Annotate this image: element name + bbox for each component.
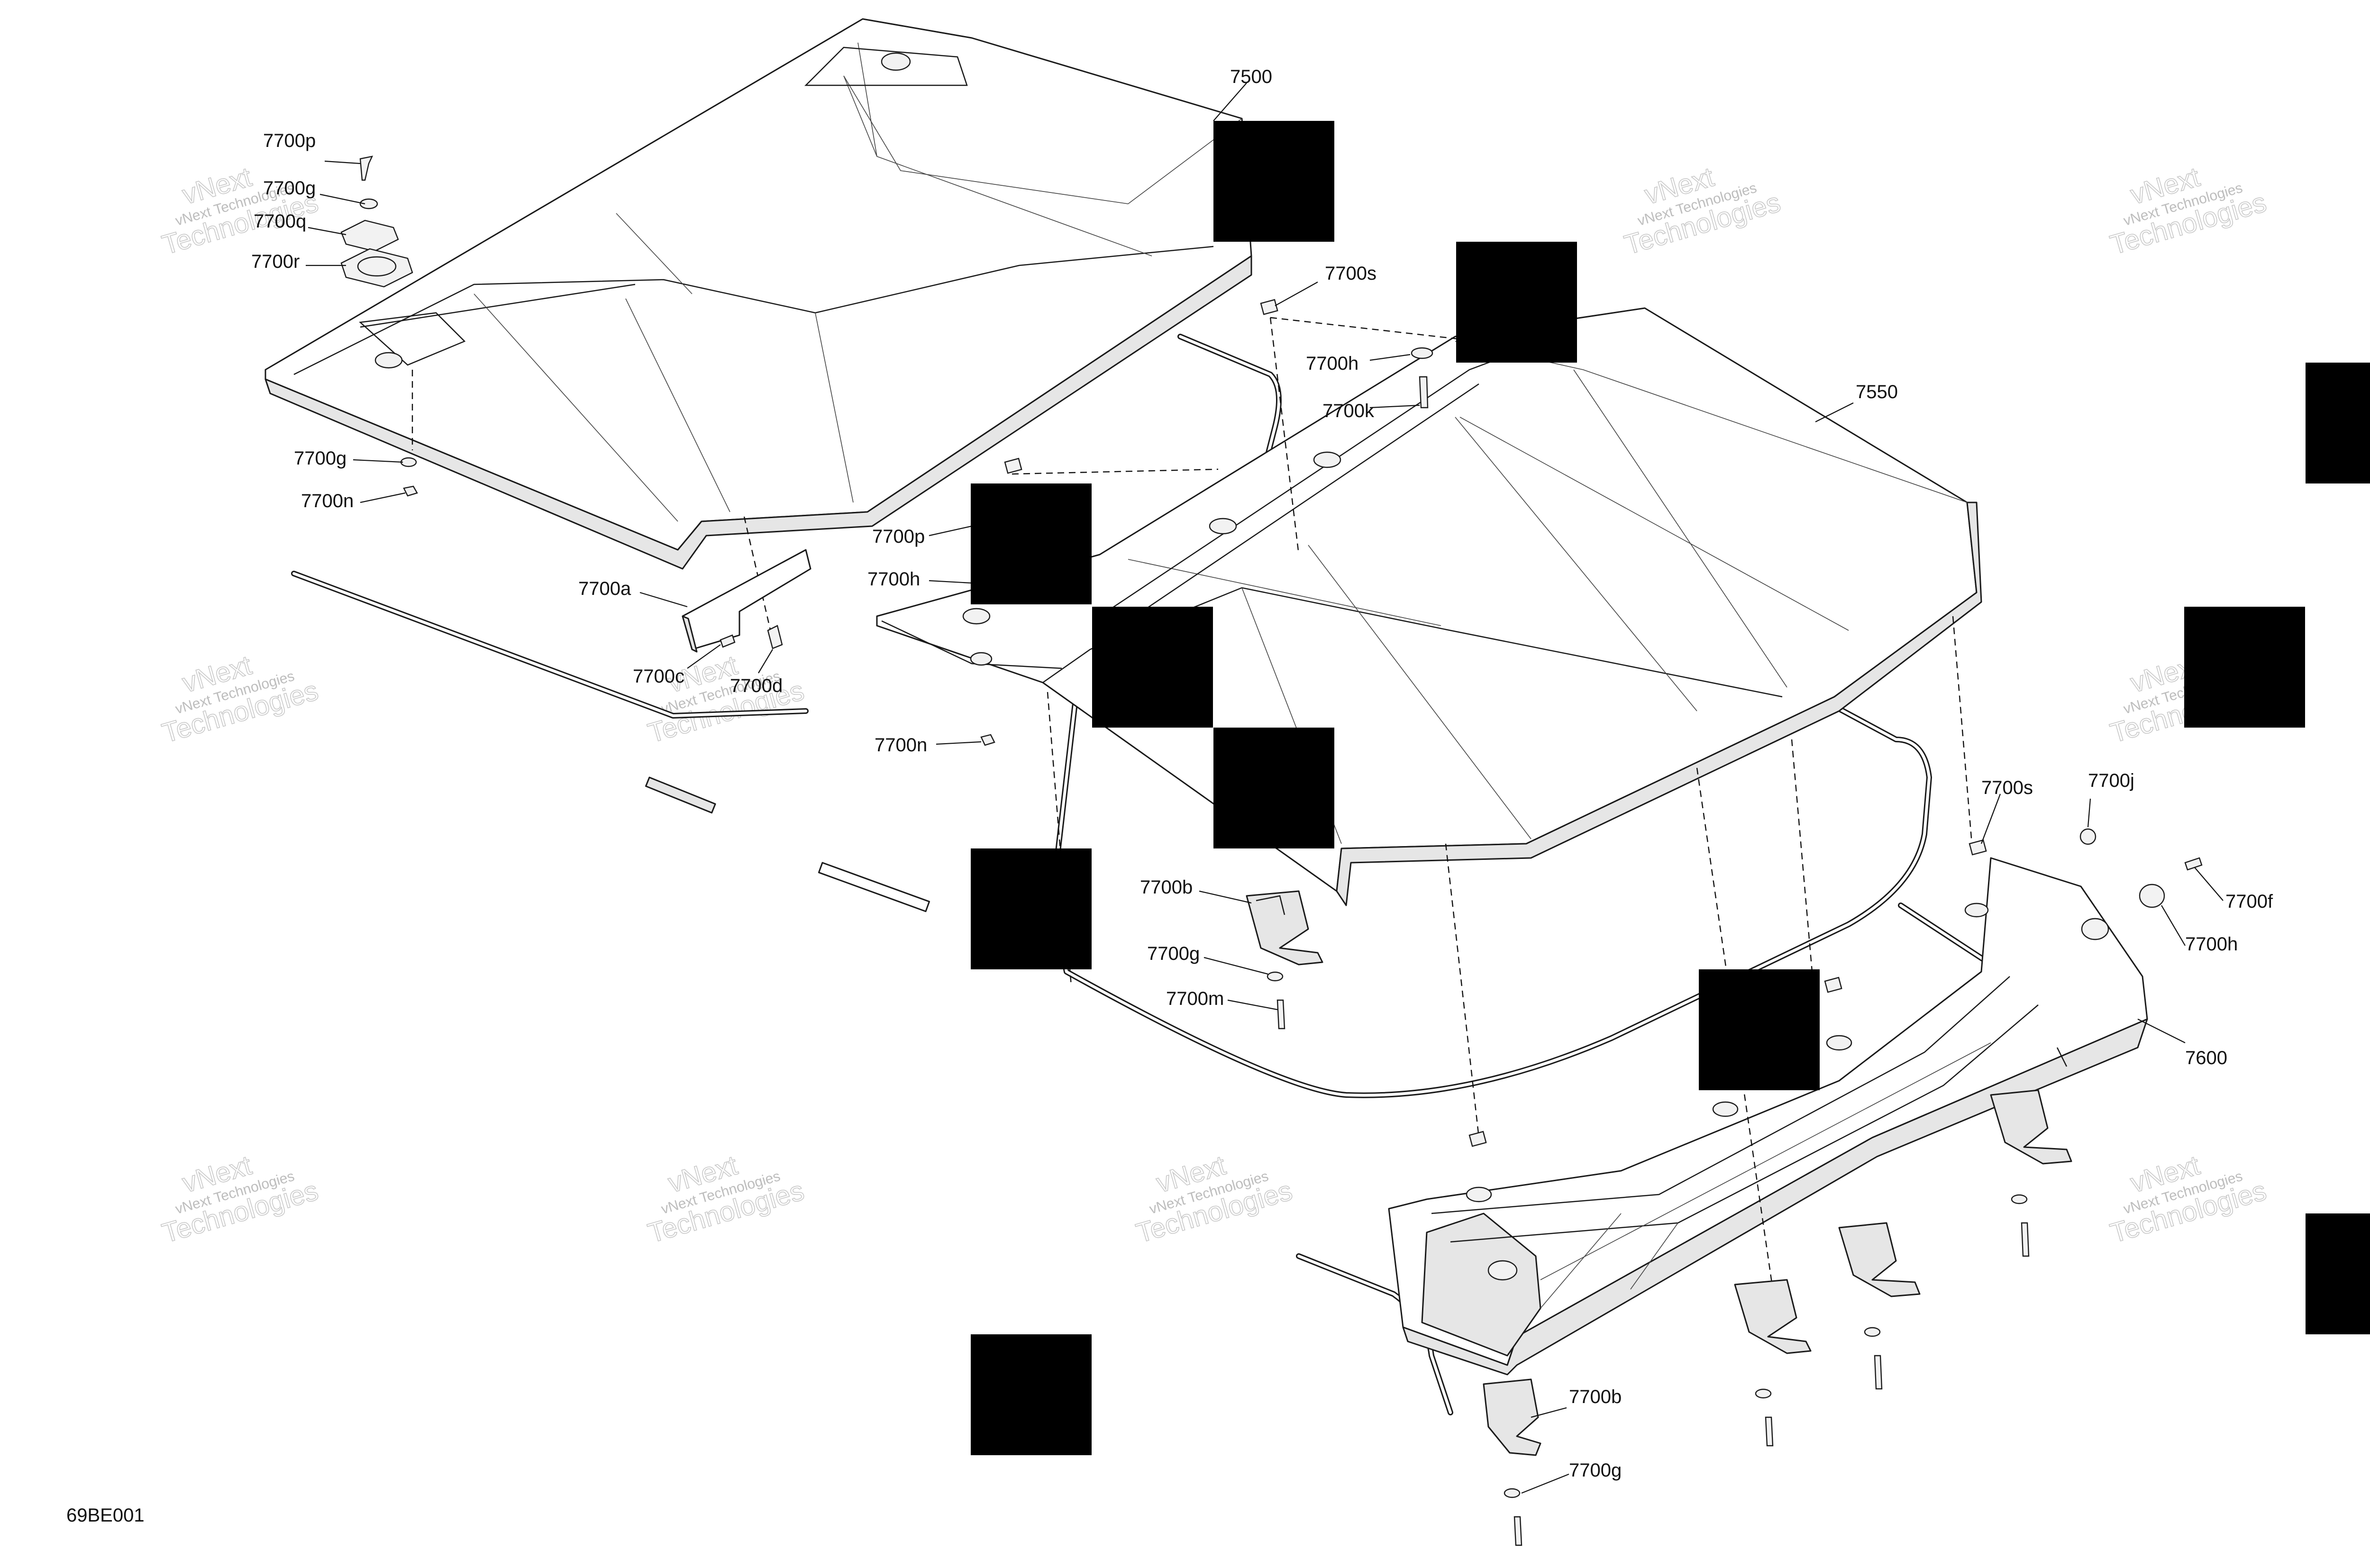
hardware-items (340, 155, 2203, 1546)
rear-panel-7600 (1388, 857, 2148, 1376)
trim-piece (818, 862, 930, 912)
callout-7700p-top: 7700p (263, 130, 316, 151)
callout-7700s-top: 7700s (1325, 263, 1376, 284)
redaction-box (2306, 1213, 2370, 1334)
roof-panel-7550 (876, 307, 1982, 906)
washer-7700h (1411, 347, 1433, 359)
roof-panel-7500 (264, 18, 1252, 570)
redaction-box (2306, 363, 2370, 483)
redaction-box (2184, 607, 2305, 728)
callout-7700n-left: 7700n (301, 491, 354, 511)
callout-7700m: 7700m (1166, 988, 1224, 1009)
callout-7700c: 7700c (633, 666, 684, 687)
washer-7700g-left (400, 457, 417, 467)
callout-7600: 7600 (2185, 1048, 2227, 1068)
screw-7700f (2184, 857, 2203, 871)
callout-7700g-top: 7700g (263, 178, 316, 199)
leader-lines (306, 82, 2224, 1494)
redaction-box (971, 1334, 1092, 1455)
callout-7700h-right: 7700h (2185, 934, 2238, 955)
callout-7700r: 7700r (251, 251, 300, 272)
bumper-right-1 (1734, 1279, 1812, 1354)
screw-7700p (359, 155, 374, 181)
redaction-box (1456, 242, 1577, 363)
callout-7700g-mid: 7700g (1147, 943, 1200, 964)
washer-7700h-right (2139, 884, 2165, 908)
callout-7500: 7500 (1230, 66, 1272, 87)
watermark: vNext vNext Technologies Technologies (1621, 161, 1784, 261)
callout-7700d: 7700d (730, 675, 783, 696)
redaction-box (971, 483, 1092, 604)
clip-7700s-mid (1004, 457, 1022, 474)
watermark: vNext vNext Technologies Technologies (2106, 1149, 2270, 1249)
seal-strips (291, 334, 2027, 1415)
redaction-box (1213, 728, 1334, 848)
callout-labels: 7500 7550 7600 7700p 7700g 7700q 7700r 7… (66, 66, 2273, 1526)
watermark: vNext vNext Technologies Technologies (158, 1149, 322, 1249)
bumper-7700b-mid (1246, 890, 1323, 966)
callout-7700q: 7700q (254, 211, 306, 232)
callout-7700b-bottom: 7700b (1569, 1386, 1622, 1407)
washer-7700g (359, 198, 378, 210)
callout-7700j: 7700j (2088, 770, 2134, 791)
callout-7700f: 7700f (2225, 891, 2273, 912)
callout-7700g-bottom: 7700g (1569, 1460, 1622, 1481)
callout-7700a: 7700a (578, 578, 631, 599)
redaction-box (1092, 607, 1213, 728)
callout-7700h-mid: 7700h (867, 569, 920, 590)
watermark: vNext vNext Technologies Technologies (2106, 161, 2270, 261)
clip-7700s (1260, 299, 1278, 315)
watermark: vNext vNext Technologies Technologies (644, 1149, 808, 1249)
bracket-7700a (682, 549, 811, 650)
watermark: vNext vNext Technologies Technologies (1132, 1149, 1296, 1249)
bumper-7700b-bottom (1483, 1378, 1541, 1456)
redaction-box (971, 848, 1092, 969)
clip-7700s-right (1969, 839, 1987, 856)
bumper-right-3 (1990, 1089, 2072, 1165)
redaction-box (1699, 969, 1820, 1090)
nut-7700n-left (403, 485, 418, 497)
nut-7700j (2079, 828, 2097, 845)
nut-7700n-mid (980, 734, 995, 746)
clip-7700s-lower (1468, 1130, 1487, 1147)
clip-7700s-lower2 (1824, 976, 1842, 993)
watermark: vNext vNext Technologies Technologies (158, 161, 322, 261)
screw-7700k (1419, 376, 1429, 409)
callout-7700n-mid: 7700n (875, 735, 927, 756)
callout-7700h-top: 7700h (1306, 353, 1358, 374)
callout-7700p-mid: 7700p (872, 526, 925, 547)
redaction-box (1213, 121, 1334, 242)
seal-piece (645, 776, 716, 814)
grommet-7700q (340, 219, 399, 252)
redaction-boxes (971, 121, 2370, 1455)
callout-7700k: 7700k (1322, 401, 1375, 421)
bumper-right-2 (1838, 1222, 1921, 1297)
callout-7700b-mid: 7700b (1140, 877, 1193, 898)
callout-7550: 7550 (1856, 382, 1898, 402)
figure-code: 69BE001 (66, 1505, 145, 1526)
watermark: vNext vNext Technologies Technologies (158, 649, 322, 749)
callout-7700s-right: 7700s (1981, 777, 2033, 798)
callout-7700g-left: 7700g (294, 448, 346, 469)
